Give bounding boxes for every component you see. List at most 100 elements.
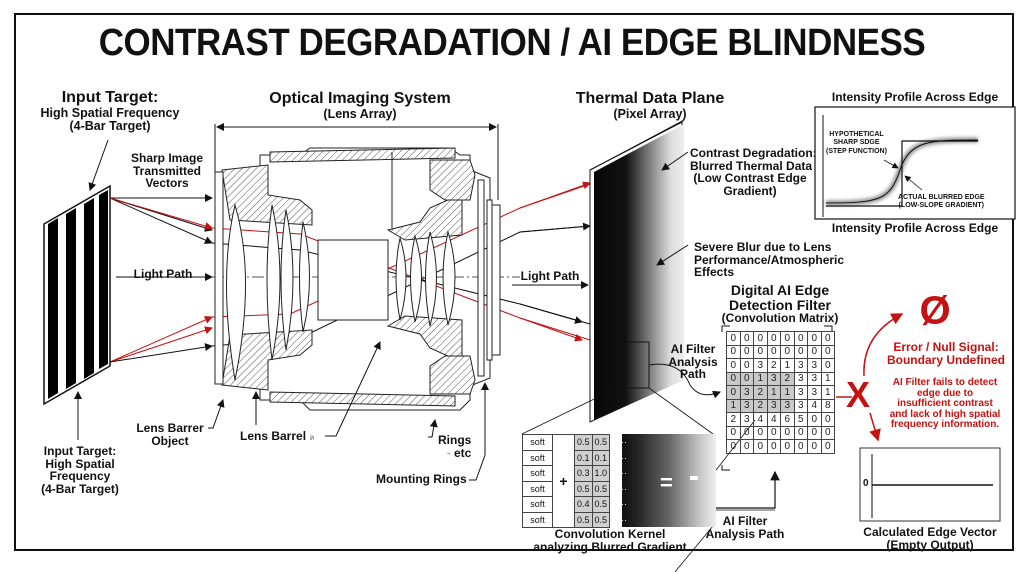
matrix-cell: 0 [766, 344, 781, 359]
contrast-line: Gradient) [723, 183, 777, 198]
error-body-line: and lack of high spatial [889, 408, 1001, 420]
matrix-cell: 3 [766, 398, 781, 413]
matrix-cell: 0 [820, 344, 835, 359]
matrix-cell: 3 [807, 385, 822, 400]
light-rays [109, 181, 591, 363]
kernel-dots-cell: ··· [618, 514, 628, 525]
ai-filter-analysis-label: AI Filter Analysis Path [664, 343, 722, 381]
thermal-plane-label: Thermal Data Plane (Pixel Array) [550, 90, 750, 121]
optical-system-subtitle: (Lens Array) [323, 106, 397, 121]
edge-vector-caption: Calculated Edge Vector (Empty Output) [860, 526, 1000, 551]
input-target-bottom-label: Input Target: High Spatial Frequency (4-… [20, 445, 140, 495]
kernel-dots-cell: ··· [618, 483, 628, 494]
matrix-cell: 0 [753, 344, 768, 359]
matrix-cell: 0 [753, 439, 768, 454]
edge-vector-zero-label: 0 [863, 478, 869, 489]
intensity-profile-caption: Intensity Profile Across Edge [831, 221, 999, 235]
rings-etc-text: etc [454, 445, 472, 460]
sharp-edge-line: SHARP SDGE [833, 139, 880, 147]
matrix-cell: 3 [780, 398, 795, 413]
matrix-cell: 0 [793, 439, 808, 454]
matrix-cell: 1 [780, 358, 795, 373]
rings-mark: ⁼ [446, 451, 451, 459]
filter-subtitle: (Convolution Matrix) [721, 311, 839, 326]
analysis-line: Path [679, 367, 706, 382]
lens-barrel-text: Lens Barrel [240, 429, 307, 443]
kernel-label-cell: soft [522, 465, 553, 482]
kernel-equals: = [660, 470, 673, 495]
matrix-cell: 0 [780, 331, 795, 346]
matrix-cell: 1 [820, 385, 835, 400]
matrix-cell: 4 [766, 412, 781, 427]
matrix-cell: 3 [807, 371, 822, 386]
matrix-cell: 2 [780, 371, 795, 386]
input-target-pointer [88, 139, 109, 191]
matrix-cell: 3 [753, 358, 768, 373]
matrix-cell: 0 [780, 425, 795, 440]
analysis-line: AI Filter [670, 342, 716, 356]
bottom-analysis-arrow [716, 470, 780, 509]
matrix-cell: 0 [807, 331, 822, 346]
sharp-edge-annotation: HYPOTHETICAL SHARP SDGE (STEP FUNCTION) [826, 131, 887, 156]
filter-bracket [721, 325, 833, 471]
kernel-value-cell: 0.5 [591, 496, 611, 513]
sharp-image-line: Vectors [145, 176, 189, 191]
matrix-cell: 0 [753, 425, 768, 440]
matrix-cell: 0 [820, 331, 835, 346]
matrix-cell: 3 [766, 371, 781, 386]
edge-vector-chart [859, 447, 1001, 522]
kernel-value-cell: 0.3 [574, 465, 593, 482]
error-body-line: insufficient contrast [897, 398, 993, 409]
kernel-result-mark [690, 476, 698, 480]
kernel-dots-cell: ··· [618, 452, 628, 463]
kernel-value-cell: 1.0 [591, 465, 611, 482]
intensity-profile-chart [814, 106, 1016, 220]
rings-label: Rings ⁼ etc [438, 434, 471, 459]
kernel-caption-line: analyzing Blurred Gradient [533, 539, 687, 554]
bottom-analysis-path-label: AI Filter Analysis Path [700, 515, 790, 540]
kernel-caption-line: Convolution Kernel [554, 527, 666, 541]
thermal-data-plane [589, 119, 685, 423]
input-target-line3: (4-Bar Target) [69, 118, 151, 133]
kernel-gradient [622, 434, 716, 527]
contrast-pointer [661, 151, 689, 171]
kernel-label-cell: soft [522, 511, 553, 528]
matrix-cell: 0 [739, 425, 754, 440]
severe-blur-label: Severe Blur due to Lens Performance/Atmo… [694, 241, 844, 279]
rings-text: Rings [438, 433, 472, 447]
matrix-cell: 3 [739, 398, 754, 413]
four-bar-target [43, 184, 111, 406]
sharp-image-line: Transmitted [132, 163, 201, 178]
error-body-line: AI Filter fails to detect [892, 377, 998, 388]
error-arrows [836, 313, 904, 442]
intensity-profile-title: Intensity Profile Across Edge [831, 90, 999, 104]
diagram-frame [14, 13, 1014, 551]
kernel-value-cell: 0.1 [591, 449, 611, 466]
analysis-line: Analysis [668, 354, 718, 369]
lens-barrel-label: Lens Barrel ล [240, 430, 314, 443]
matrix-cell: 1 [766, 385, 781, 400]
input-target-bottom-line: Frequency [49, 469, 111, 484]
sharp-edge-line: HYPOTHETICAL [829, 131, 884, 138]
matrix-cell: 0 [739, 344, 754, 359]
matrix-cell: 0 [726, 425, 741, 440]
matrix-cell: 1 [753, 371, 768, 386]
matrix-cell: 0 [820, 412, 835, 427]
matrix-cell: 0 [807, 439, 822, 454]
error-title-line: Boundary Undefined [886, 352, 1005, 367]
matrix-cell: 0 [766, 439, 781, 454]
matrix-cell: 1 [820, 371, 835, 386]
filter-title-line2: Detection Filter [729, 296, 831, 313]
matrix-cell: 5 [793, 412, 808, 427]
matrix-cell: 0 [726, 331, 741, 346]
sharp-step-line [826, 140, 978, 207]
contrast-line: Contrast Degradation: [690, 146, 817, 160]
blurred-edge-line: ACTUAL BLURRED EDGE [898, 194, 985, 201]
error-body-line: frequency information. [890, 419, 1000, 430]
